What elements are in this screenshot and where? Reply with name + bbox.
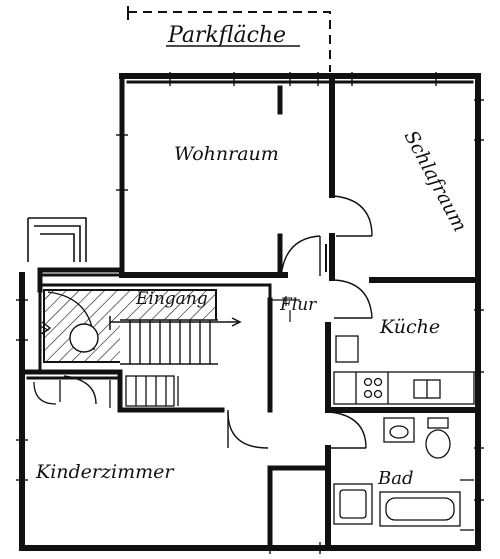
parking-area-outline xyxy=(127,6,331,72)
door-swings xyxy=(63,195,373,449)
room-label-bad: Bad xyxy=(377,468,413,489)
room-label-wohnraum: Wohnraum xyxy=(174,143,279,165)
room-label-kueche: Küche xyxy=(379,316,440,338)
room-label-flur: Flur xyxy=(279,295,317,315)
outer-walls xyxy=(16,72,484,554)
entrance-steps xyxy=(27,217,87,262)
room-label-eingang: Eingang xyxy=(135,289,208,309)
interior-walls xyxy=(19,79,481,551)
parking-area-label: Parkfläche xyxy=(167,23,286,48)
bathroom-fixtures xyxy=(333,417,474,531)
staircase-hatched xyxy=(41,289,242,365)
lower-staircase xyxy=(33,375,179,408)
room-label-schlafraum: Schlafraum xyxy=(400,127,472,235)
flur-details xyxy=(39,296,300,335)
flur-marks xyxy=(325,244,335,272)
kitchen-fixtures xyxy=(333,335,475,405)
room-label-kinderzimmer: Kinderzimmer xyxy=(35,461,175,483)
